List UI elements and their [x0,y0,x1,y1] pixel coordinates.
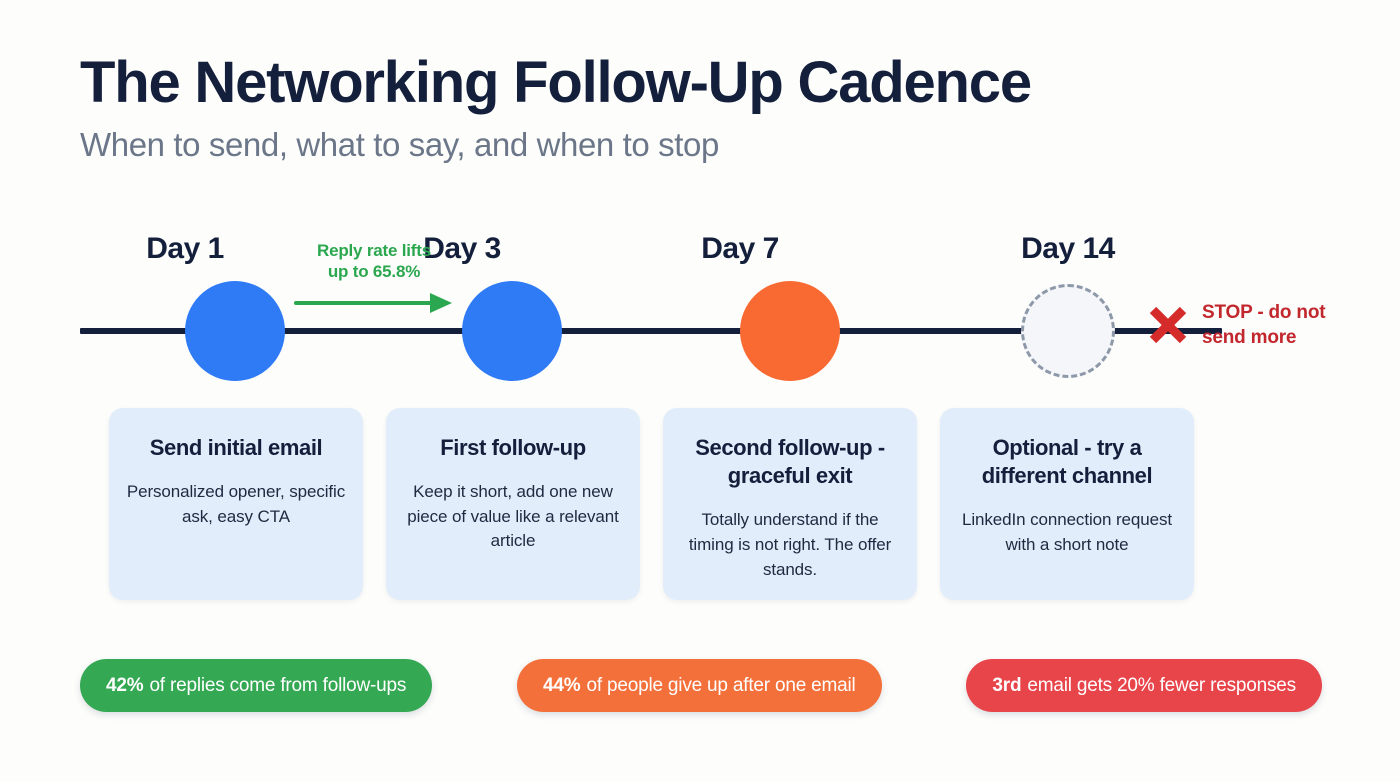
timeline-node-dot[interactable] [740,281,840,381]
page-subtitle: When to send, what to say, and when to s… [80,125,719,163]
stat-pill-lead: 44% [543,674,581,696]
stat-pill[interactable]: 44% of people give up after one email [517,659,882,712]
stat-pill-lead: 42% [106,674,144,696]
stat-pill-text: email gets 20% fewer responses [1027,674,1296,696]
stat-pill[interactable]: 42% of replies come from follow-ups [80,659,433,712]
timeline-node-dot[interactable] [185,281,285,381]
step-card-body: LinkedIn connection request with a short… [962,510,1172,554]
timeline-node-label: Day 3 [423,232,501,265]
stop-text: STOP - do not send more [1202,302,1326,349]
page-title: The Networking Follow-Up Cadence [80,50,1032,115]
reply-rate-lift-annotation: Reply rate lifts up to 65.8% [288,240,460,320]
timeline-node-label: Day 14 [1021,232,1115,265]
stat-pill-lead: 3rd [992,674,1022,696]
stop-annotation: STOP - do not send more [1146,300,1326,350]
step-cards: Send initial email Personalized opener, … [109,408,1197,601]
step-card[interactable]: Send initial email Personalized opener, … [109,408,363,601]
timeline-node-dot-dashed[interactable] [1021,284,1115,378]
stat-pill-text: of people give up after one email [586,674,856,696]
step-card-body: Keep it short, add one new piece of valu… [407,482,619,551]
stat-pill[interactable]: 3rd email gets 20% fewer responses [966,659,1322,712]
step-card-title: Send initial email [149,435,323,460]
step-card[interactable]: First follow-up Keep it short, add one n… [386,408,640,601]
step-card-title: Optional - try a different channel [981,435,1153,489]
arrow-right-icon [294,292,452,313]
timeline-node-dot[interactable] [462,281,562,381]
header: The Networking Follow-Up Cadence When to… [80,50,1320,163]
lift-line-1: Reply rate lifts [317,241,431,260]
lift-line-2: up to 65.8% [327,262,421,282]
reply-rate-lift-text: Reply rate lifts up to 65.8% [288,240,460,283]
step-card-title: Second follow-up - graceful exit [695,435,885,489]
step-card[interactable]: Optional - try a different channel Linke… [940,408,1194,601]
timeline-node-label: Day 1 [146,232,224,265]
timeline-node-label: Day 7 [701,232,779,265]
stat-pills: 42% of replies come from follow-ups 44% … [80,659,1322,712]
step-card[interactable]: Second follow-up - graceful exit Totally… [663,408,917,601]
step-card-title: First follow-up [440,435,586,460]
step-card-body: Personalized opener, specific ask, easy … [126,482,346,526]
x-mark-icon [1149,306,1187,344]
step-card-body: Totally understand if the timing is not … [688,510,892,579]
stat-pill-text: of replies come from follow-ups [149,674,407,696]
